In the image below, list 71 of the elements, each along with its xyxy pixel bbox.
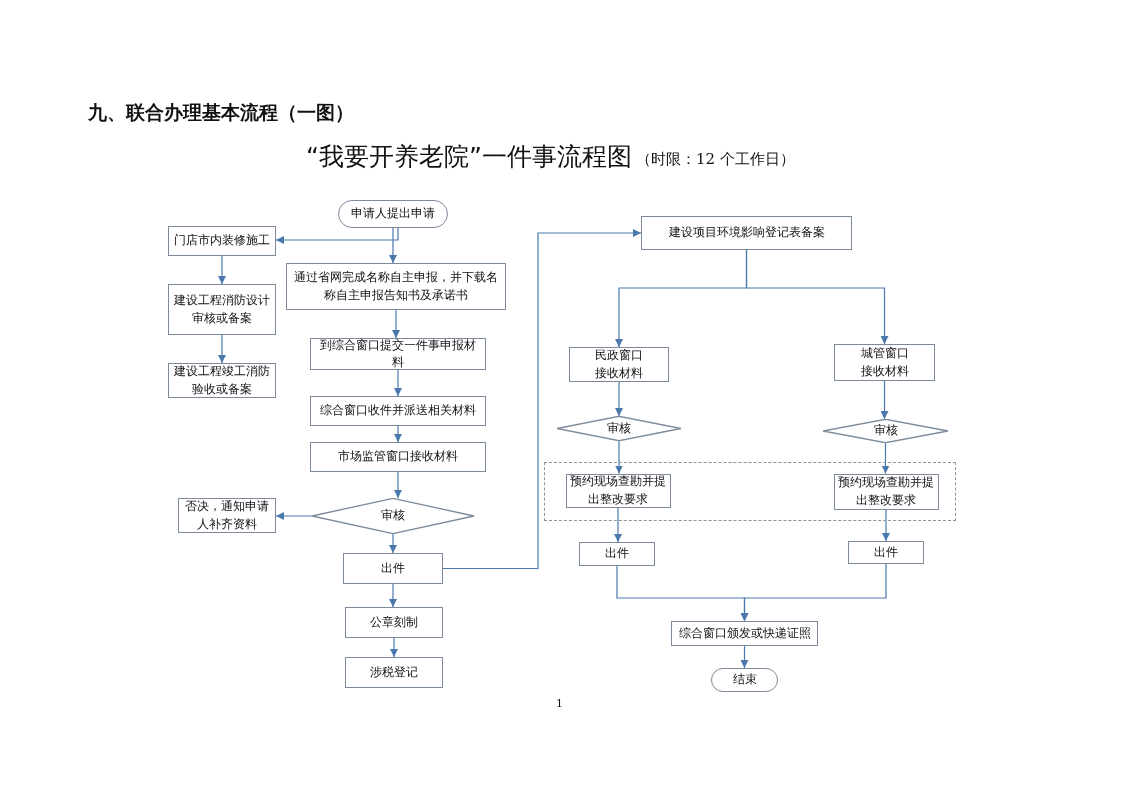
section-heading: 九、联合办理基本流程（一图） xyxy=(88,100,354,125)
terminal-box xyxy=(711,668,778,692)
arrow xyxy=(442,229,642,570)
process-box xyxy=(286,263,506,310)
step-text: 建设项目环境影响登记表备案 xyxy=(668,224,825,242)
step-text: 结束 xyxy=(732,671,757,689)
arrow xyxy=(394,425,402,443)
step-text: 市场监管窗口接收材料 xyxy=(338,448,458,466)
arrow xyxy=(275,512,313,520)
step-text: 涉税登记 xyxy=(370,663,418,681)
arrow xyxy=(218,255,226,285)
step-text: 民政窗口接收材料 xyxy=(594,347,644,382)
step-text: 到综合窗口提交一件事申报材料 xyxy=(319,336,477,371)
arrow xyxy=(740,563,887,622)
step-text: 审核 xyxy=(607,419,631,437)
decision-diamond xyxy=(823,419,948,443)
arrow xyxy=(615,381,623,417)
arrow xyxy=(881,442,890,475)
arrow xyxy=(389,227,397,264)
arrow xyxy=(394,471,402,499)
arrow xyxy=(880,380,889,420)
step-text: 审核 xyxy=(873,422,898,440)
process-box xyxy=(641,216,852,250)
step-text: 综合窗口收件并派送相关材料 xyxy=(320,402,476,420)
process-box xyxy=(345,657,443,688)
process-box xyxy=(310,442,486,472)
arrow xyxy=(392,309,400,339)
step-text: 预约现场查勘并提出整改要求 xyxy=(569,473,667,508)
arrow xyxy=(745,249,889,345)
step-text: 出件 xyxy=(605,545,629,563)
arrow xyxy=(394,369,402,397)
arrow xyxy=(740,645,749,669)
step-text: 预约现场查勘并提出整改要求 xyxy=(837,474,935,509)
arrow xyxy=(275,227,399,244)
arrow xyxy=(389,533,397,554)
process-box xyxy=(343,553,443,584)
process-box xyxy=(310,396,486,426)
step-text: 出件 xyxy=(381,559,405,577)
process-box xyxy=(168,284,276,335)
arrow xyxy=(882,508,890,542)
process-box xyxy=(310,338,486,370)
process-box xyxy=(579,542,655,566)
time-limit-note: （时限：12 个工作日） xyxy=(635,150,795,169)
arrow xyxy=(615,440,623,475)
decision-diamond xyxy=(312,498,474,534)
step-text: 公章刻制 xyxy=(370,613,418,631)
process-box xyxy=(848,541,924,564)
process-box xyxy=(834,344,935,381)
diagram-title: “我要开养老院”一件事流程图 xyxy=(306,141,632,173)
step-text: 审核 xyxy=(381,507,405,525)
process-box xyxy=(569,347,669,382)
process-box xyxy=(345,607,443,638)
process-box xyxy=(168,226,276,256)
process-box xyxy=(671,621,818,646)
arrow xyxy=(614,506,622,543)
step-text: 出件 xyxy=(874,543,898,561)
step-text: 申请人提出申请 xyxy=(351,205,435,223)
step-text: 综合窗口颁发或快递证照 xyxy=(678,624,811,642)
arrow xyxy=(389,583,397,608)
arrow xyxy=(218,334,226,364)
step-text: 城管窗口接收材料 xyxy=(859,345,910,380)
step-text: 建设工程竣工消防验收或备案 xyxy=(173,363,271,398)
decision-diamond xyxy=(557,416,681,441)
dashed-group-box xyxy=(544,462,956,521)
terminal-box xyxy=(338,200,448,228)
page-number: 1 xyxy=(556,697,563,710)
step-text: 建设工程消防设计审核或备案 xyxy=(173,292,271,327)
step-text: 否决，通知申请人补齐资料 xyxy=(184,498,270,533)
arrow xyxy=(390,637,398,658)
step-text: 通过省网完成名称自主申报，并下载名称自主申报告知书及承诺书 xyxy=(293,269,499,304)
step-text: 门店市内装修施工 xyxy=(174,232,270,250)
